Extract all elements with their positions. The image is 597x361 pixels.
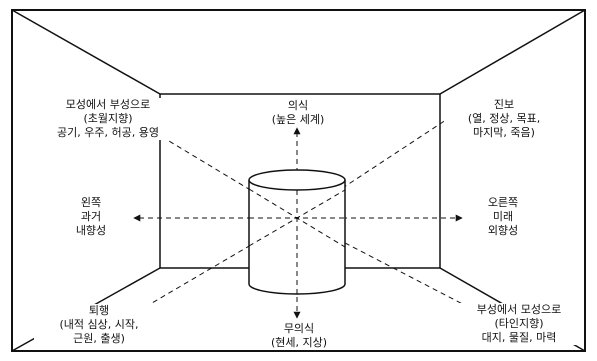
label-top: 의식 (높은 세계): [257, 99, 339, 127]
label-bottom: 무의식 (현세, 지상): [250, 322, 348, 350]
label-top-right: 진보 (열, 정상, 목표, 마지막, 죽음): [444, 98, 564, 140]
label-top-left: 모성에서 부성으로 (초월지향) 공기, 우주, 허공, 용영: [28, 98, 188, 140]
outer-frame: [11, 9, 586, 352]
label-left: 왼쪽 과거 내향성: [62, 196, 120, 238]
label-bottom-left: 퇴행 (내적 심상, 시작, 근원, 출생): [34, 304, 164, 346]
edge-top-left: [11, 9, 161, 95]
label-right: 오른쪽 미래 외향성: [470, 196, 536, 238]
label-bottom-right: 부성에서 모성으로 (타인지향) 대지, 물질, 마력: [456, 303, 582, 345]
edge-top-right: [439, 9, 586, 95]
